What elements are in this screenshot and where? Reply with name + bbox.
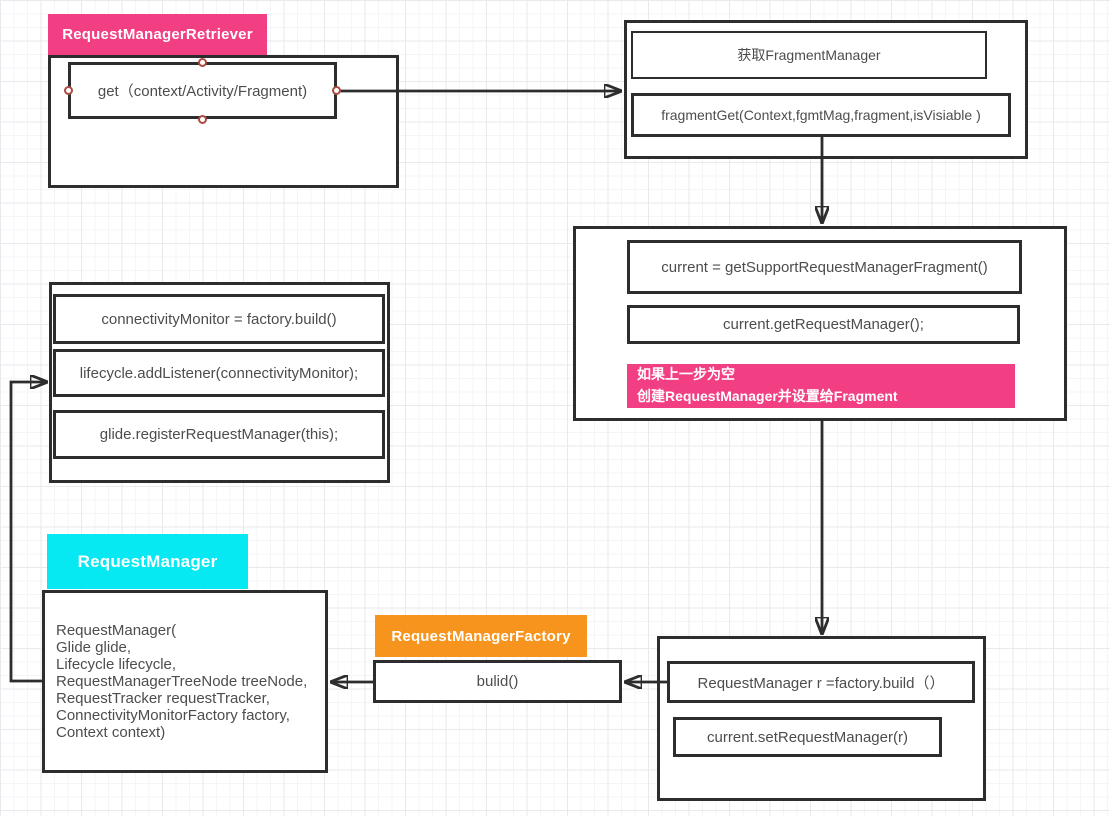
bulid-method-label: bulid()	[476, 673, 519, 690]
factory-build-call-label: RequestManager r =factory.build（）	[697, 674, 945, 692]
header-request-manager-factory-label: RequestManagerFactory	[391, 627, 571, 645]
box-current-get-request-manager[interactable]: current.getRequestManager();	[627, 305, 1020, 344]
box-current-set-request-manager[interactable]: current.setRequestManager(r)	[673, 717, 942, 757]
selection-handle-top[interactable]	[198, 58, 207, 67]
header-request-manager-retriever-label: RequestManagerRetriever	[62, 26, 253, 43]
connector-request-manager-to-register[interactable]	[9, 382, 46, 683]
header-request-manager-factory[interactable]: RequestManagerFactory	[375, 615, 587, 657]
connectivity-monitor-build-label: connectivityMonitor = factory.build()	[101, 310, 337, 328]
header-request-manager[interactable]: RequestManager	[47, 534, 248, 589]
box-bulid-method[interactable]: bulid()	[373, 660, 622, 703]
note-create-request-manager[interactable]: 如果上一步为空 创建RequestManager并设置给Fragment	[627, 364, 1015, 408]
get-support-label: current = getSupportRequestManagerFragme…	[661, 258, 988, 276]
get-method-label: get（context/Activity/Fragment)	[97, 83, 308, 100]
box-get-fragment-manager[interactable]: 获取FragmentManager	[631, 31, 987, 79]
box-get-support-request-manager-fragment[interactable]: current = getSupportRequestManagerFragme…	[627, 240, 1022, 294]
glide-register-request-manager-label: glide.registerRequestManager(this);	[99, 426, 339, 443]
get-fragment-manager-label: 获取FragmentManager	[737, 47, 881, 63]
box-get-method[interactable]: get（context/Activity/Fragment)	[68, 62, 337, 119]
current-set-request-manager-label: current.setRequestManager(r)	[707, 728, 908, 746]
lifecycle-add-listener-label: lifecycle.addListener(connectivityMonito…	[79, 364, 359, 382]
note-create-request-manager-label: 如果上一步为空 创建RequestManager并设置给Fragment	[637, 366, 898, 404]
box-connectivity-monitor-build[interactable]: connectivityMonitor = factory.build()	[53, 294, 385, 344]
selection-handle-right[interactable]	[332, 86, 341, 95]
box-glide-register-request-manager[interactable]: glide.registerRequestManager(this);	[53, 410, 385, 459]
box-request-manager-constructor[interactable]: RequestManager( Glide glide, Lifecycle l…	[42, 590, 328, 773]
box-factory-build-call[interactable]: RequestManager r =factory.build（）	[667, 661, 975, 703]
fragment-get-label: fragmentGet(Context,fgmtMag,fragment,isV…	[661, 107, 981, 123]
current-get-request-manager-label: current.getRequestManager();	[723, 316, 924, 333]
box-lifecycle-add-listener[interactable]: lifecycle.addListener(connectivityMonito…	[53, 349, 385, 397]
box-fragment-get[interactable]: fragmentGet(Context,fgmtMag,fragment,isV…	[631, 93, 1011, 137]
header-request-manager-label: RequestManager	[77, 551, 218, 571]
request-manager-constructor-label: RequestManager( Glide glide, Lifecycle l…	[56, 622, 308, 741]
header-request-manager-retriever[interactable]: RequestManagerRetriever	[48, 14, 267, 55]
selection-handle-bottom[interactable]	[198, 115, 207, 124]
selection-handle-left[interactable]	[64, 86, 73, 95]
